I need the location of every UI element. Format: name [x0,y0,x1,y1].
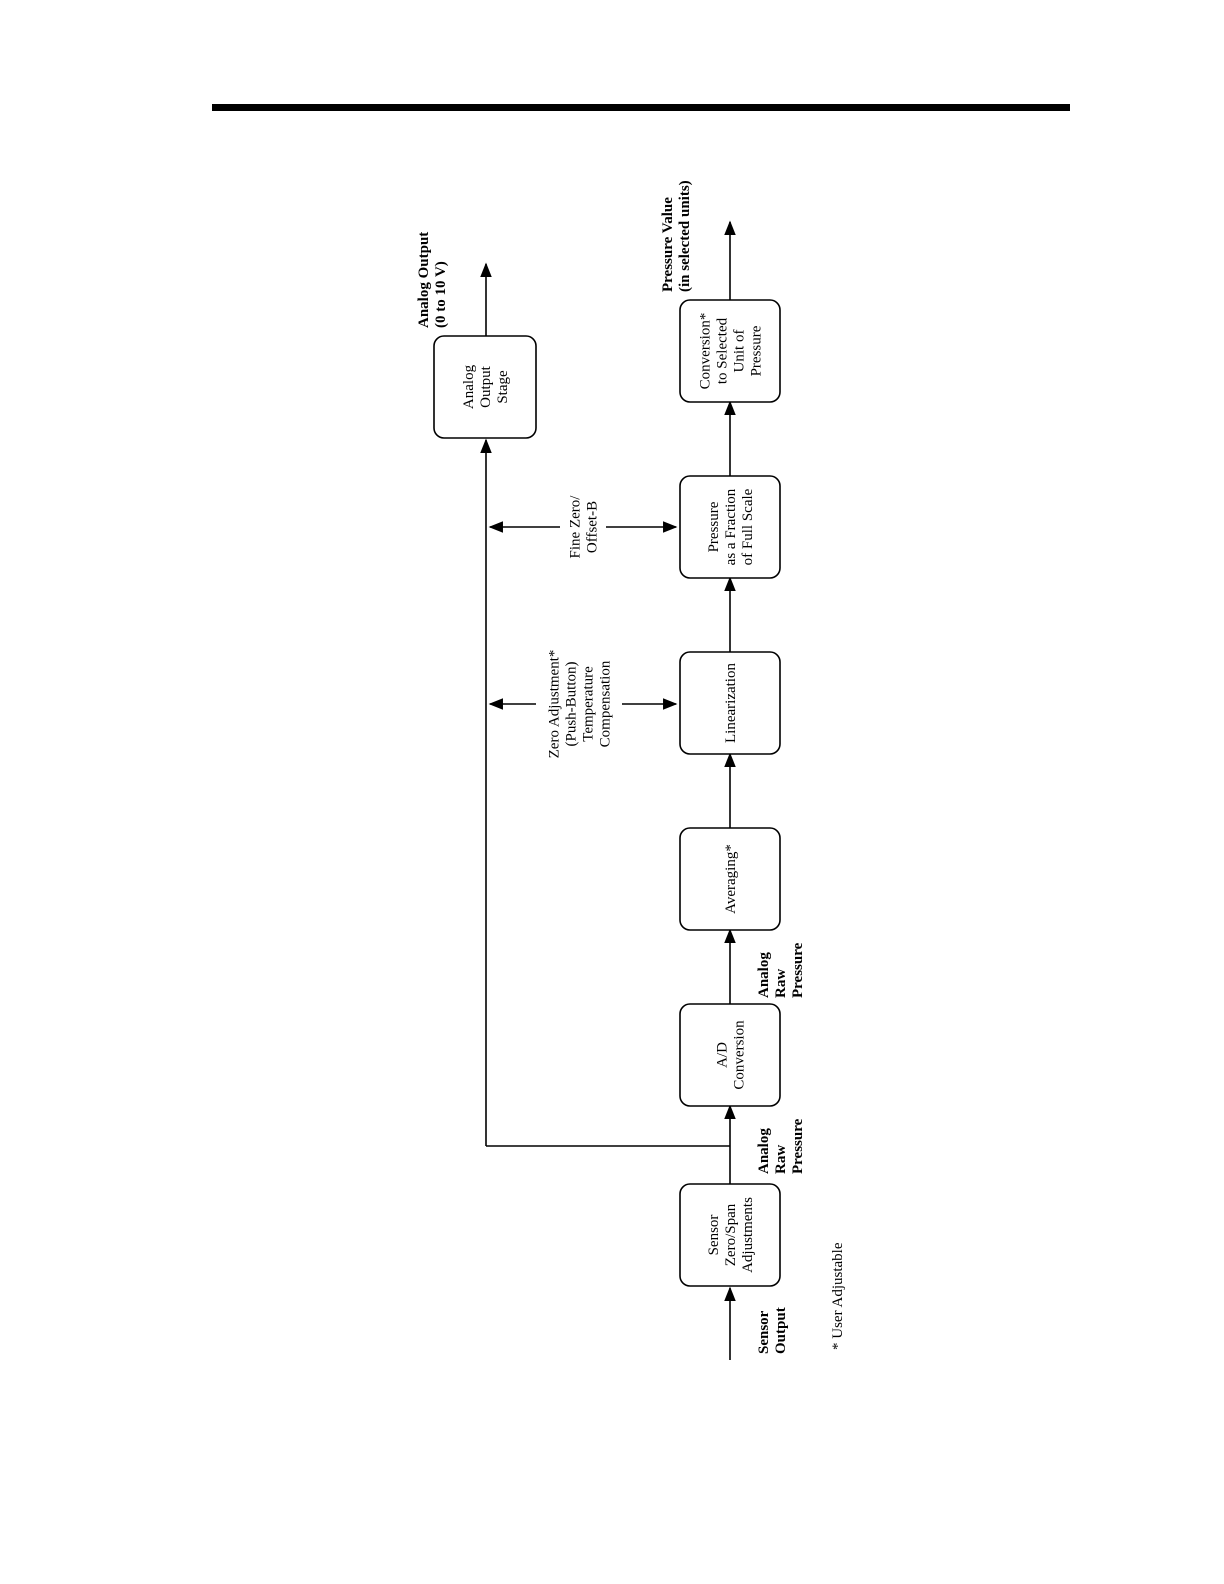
block-sensor-adjustments [679,1183,781,1287]
text-line: Pressure [790,942,806,998]
text-line: Fine Zero/ [568,495,584,559]
annotation-fine-zero-offset: Fine Zero/Offset-B [568,495,601,559]
text-line: Compensation [598,660,614,747]
block-analog-output-stage [433,335,537,439]
text-line: to Selected [715,317,731,384]
text-line: (Push-Button) [564,661,580,746]
text-line: Analog [756,1128,772,1174]
footnote-user-adjustable: * User Adjustable [830,1242,846,1350]
signal-analog-raw-pressure-1: AnalogRawPressure [756,1118,806,1174]
text-line: Averaging* [723,844,739,914]
rotated-diagram: SensorZero/SpanAdjustments A/DConversion… [416,180,846,1360]
signal-sensor-output: SensorOutput [756,1307,789,1354]
text-line: Output [773,1307,789,1354]
signal-analog-output: Analog Output(0 to 10 V) [416,232,449,328]
text-line: Linearization [723,663,739,743]
text-line: Conversion* [698,313,714,390]
text-line: Offset-B [585,501,601,553]
label-fraction-of-full-scale: Pressureas a Fractionof Full Scale [706,488,756,565]
text-line: Temperature [581,666,597,742]
text-line: Analog [756,952,772,998]
text-line: Zero Adjustment* [547,650,563,759]
annotation-zero-adjustment: Zero Adjustment*(Push-Button)Temperature… [547,650,614,759]
text-line: A/D [715,1042,731,1068]
text-line: Raw [773,969,789,998]
text-line: Pressure [749,325,765,376]
label-ad-conversion: A/DConversion [715,1020,748,1090]
text-line: Analog [461,364,477,409]
text-line: (0 to 10 V) [433,261,449,328]
text-line: Sensor [756,1310,772,1354]
text-line: Adjustments [740,1197,756,1273]
text-line: Unit of [732,330,748,373]
label-averaging: Averaging* [723,844,739,914]
text-line: Conversion [732,1020,748,1090]
text-line: Sensor [706,1215,722,1256]
block-unit-conversion [679,299,781,403]
block-averaging [679,827,781,931]
label-unit-conversion: Conversion*to SelectedUnit ofPressure [698,313,765,390]
text-line: as a Fraction [723,488,739,565]
text-line: of Full Scale [740,488,756,565]
block-linearization [679,651,781,755]
text-line: Stage [495,370,511,404]
text-line: Analog Output [416,232,432,328]
text-line: Output [478,365,494,408]
text-line: Pressure [706,501,722,552]
signal-analog-raw-pressure-2: AnalogRawPressure [756,942,806,998]
signal-pressure-value: Pressure Value(in selected units) [660,180,693,292]
label-linearization: Linearization [723,663,739,743]
text-line: Raw [773,1145,789,1174]
text-line: Zero/Span [723,1203,739,1266]
label-analog-output-stage: AnalogOutputStage [461,364,511,409]
block-fraction-of-full-scale [679,475,781,579]
text-line: Pressure [790,1118,806,1174]
label-sensor-adjustments: SensorZero/SpanAdjustments [706,1197,756,1273]
text-line: Pressure Value [660,197,676,292]
header-rule [212,104,1070,111]
text-line: (in selected units) [677,180,693,292]
block-ad-conversion [679,1003,781,1107]
